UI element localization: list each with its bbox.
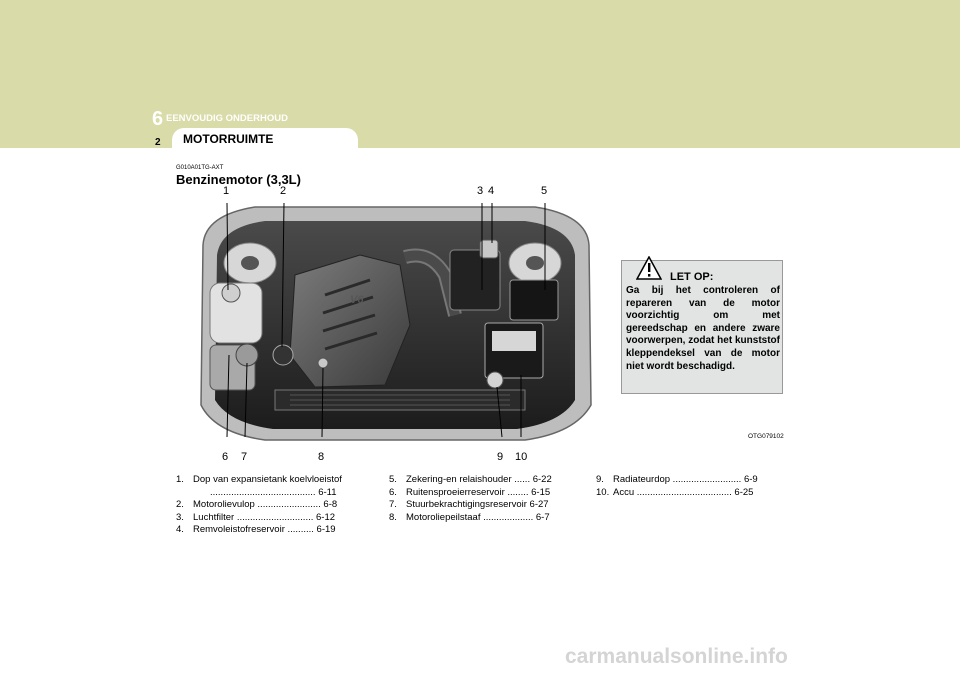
- callout-6: 6: [222, 451, 229, 463]
- list-item-number: 10.: [596, 486, 610, 498]
- list-item: 2. Motorolievulop .......................…: [176, 499, 366, 512]
- list-item-text: Remvoleistofreservoir .......... 6-19: [193, 524, 336, 536]
- list-item-text: Stuurbekrachtigingsreservoir 6-27: [406, 499, 549, 511]
- section-code: G010A01TG-AXT: [176, 165, 224, 171]
- warning-triangle-icon: [636, 256, 662, 280]
- warning-title: LET OP:: [670, 271, 714, 283]
- callout-4: 4: [488, 185, 495, 197]
- engine-badge: V6: [350, 294, 364, 306]
- list-item-text: Motorolievulop ........................ …: [193, 499, 338, 511]
- list-item-page: ........................................…: [210, 486, 337, 498]
- list-item-number: 1.: [176, 474, 184, 485]
- list-item: 8. Motoroliepeilstaaf ...................…: [389, 512, 574, 525]
- warning-body: Ga bij het controleren of repareren van …: [626, 285, 780, 372]
- engine-bay-figure: V6: [200, 202, 592, 441]
- warning-box: [621, 260, 783, 394]
- list-item-text: Radiateurdop .......................... …: [613, 474, 758, 485]
- list-item-number: 8.: [389, 511, 397, 523]
- list-item-text: Accu ...................................…: [613, 486, 754, 498]
- list-item-number: 6.: [389, 486, 397, 498]
- list-item: 10.Accu ................................…: [596, 487, 786, 500]
- callout-3: 3: [477, 185, 484, 197]
- section-title: Benzinemotor (3,3L): [176, 172, 301, 187]
- page-number: 2: [155, 137, 161, 148]
- list-item-number: 2.: [176, 499, 184, 511]
- list-item-text: Motoroliepeilstaaf ................... 6…: [406, 511, 550, 523]
- chapter-number: 6: [152, 108, 164, 130]
- list-item-number: 4.: [176, 524, 184, 536]
- list-item: 9. Radiateurdop .........................…: [596, 474, 786, 487]
- section-tab-label: MOTORRUIMTE: [183, 132, 274, 146]
- callout-9: 9: [497, 451, 504, 463]
- list-item: 5. Zekering-en relaishouder ...... 6-22: [389, 474, 574, 487]
- callout-1: 1: [223, 185, 230, 197]
- callout-5: 5: [541, 185, 548, 197]
- legend-column-2: 5. Zekering-en relaishouder ...... 6-22 6…: [389, 474, 574, 524]
- callout-8: 8: [318, 451, 325, 463]
- list-item: 7. Stuurbekrachtigingsreservoir 6-27: [389, 499, 574, 512]
- section-tab: MOTORRUIMTE: [172, 128, 358, 148]
- chapter-title: EENVOUDIG ONDERHOUD: [166, 113, 288, 124]
- list-item-text: Luchtfilter ............................…: [193, 511, 336, 523]
- list-item-number: 7.: [389, 499, 397, 511]
- legend-column-1: 1. Dop van expansietank koelvloeistof ...…: [176, 474, 366, 537]
- list-item: 6. Ruitensproeierreservoir ........ 6-15: [389, 487, 574, 500]
- list-item-text: Dop van expansietank koelvloeistof: [193, 474, 342, 485]
- list-item: 1. Dop van expansietank koelvloeistof ...…: [176, 474, 366, 499]
- figure-code: OTG079102: [748, 433, 784, 440]
- list-item: 4. Remvoleistofreservoir .......... 6-19: [176, 524, 366, 537]
- watermark: carmanualsonline.info: [565, 645, 788, 668]
- callout-2: 2: [280, 185, 287, 197]
- list-item-number: 9.: [596, 474, 604, 485]
- callout-10: 10: [515, 451, 528, 463]
- list-item-number: 3.: [176, 511, 184, 523]
- list-item-text: Zekering-en relaishouder ...... 6-22: [406, 474, 552, 485]
- list-item-text: Ruitensproeierreservoir ........ 6-15: [406, 486, 551, 498]
- legend-column-3: 9. Radiateurdop .........................…: [596, 474, 786, 499]
- callout-7: 7: [241, 451, 248, 463]
- header-band: [0, 0, 960, 148]
- list-item-number: 5.: [389, 474, 397, 485]
- list-item: 3. Luchtfilter ..........................…: [176, 512, 366, 525]
